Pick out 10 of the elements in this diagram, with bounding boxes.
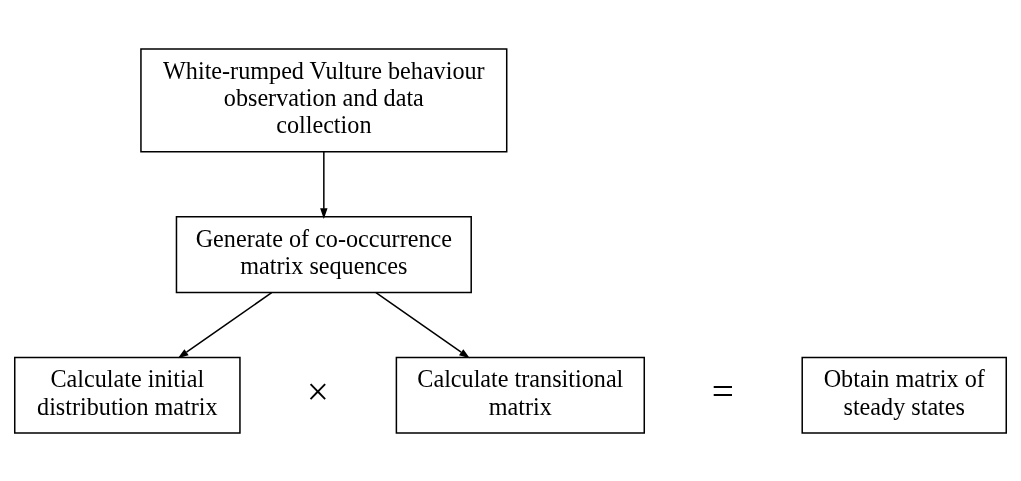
arrow (375, 291, 470, 358)
node-box: White-rumped Vulture behaviour observation and data collection (140, 47, 508, 153)
arrow (320, 150, 328, 219)
node-box: Obtain matrix of steady states (801, 356, 1007, 434)
label: × (306, 369, 329, 413)
node-box: Calculate initial distribution matrix (14, 356, 241, 434)
node-box: Generate of co-occurrence matrix sequences (175, 215, 472, 293)
arrow (177, 291, 273, 358)
node-box: Calculate transitional matrix (395, 356, 645, 434)
label: = (711, 369, 734, 413)
